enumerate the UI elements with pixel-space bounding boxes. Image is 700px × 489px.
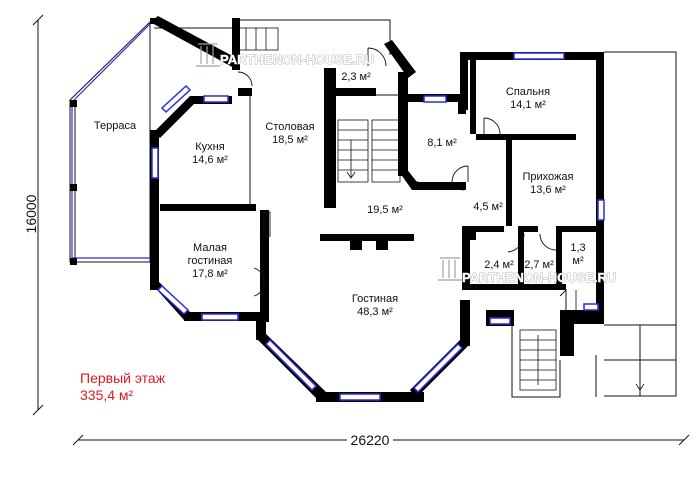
room-2-4-area: 2,4 м² xyxy=(484,259,514,271)
room-entrance-hall-name: Прихожая xyxy=(523,171,574,183)
height-dimension: 16000 xyxy=(23,194,39,233)
room-living-name: Гостиная xyxy=(352,293,398,305)
width-dimension-label: 26220 xyxy=(351,432,390,448)
room-terrace-name: Терраса xyxy=(94,120,137,132)
room-1-3-area-a: 1,3 xyxy=(570,242,585,254)
width-dimension-bg xyxy=(347,432,393,448)
terrace-edge xyxy=(71,23,151,259)
room-kitchen-area: 14,6 м² xyxy=(192,154,228,166)
room-8-1-area: 8,1 м² xyxy=(427,137,457,149)
room-bedroom-name: Спальня xyxy=(506,86,550,98)
windows xyxy=(151,52,605,401)
doors xyxy=(237,47,567,312)
terrace-stairs xyxy=(235,27,279,51)
entrance-stairs xyxy=(519,290,645,391)
room-2-3-area: 2,3 м² xyxy=(341,71,371,83)
room-living-area: 48,3 м² xyxy=(357,306,393,318)
watermark-logo-icon xyxy=(196,43,462,281)
terrace-posts xyxy=(70,18,157,265)
room-bedroom-area: 14,1 м² xyxy=(510,99,546,111)
room-1-3-area-b: м² xyxy=(572,255,584,267)
room-dining-name: Столовая xyxy=(265,121,314,133)
room-2-7-area: 2,7 м² xyxy=(524,259,554,271)
floor-title: Первый этаж xyxy=(80,370,166,386)
room-labels: Терраса Кухня 14,6 м² Столовая 18,5 м² М… xyxy=(94,71,586,318)
floor-area: 335,4 м² xyxy=(80,387,134,403)
room-small-lounge-name-1: Малая xyxy=(193,242,227,254)
room-small-lounge-name-2: гостиная xyxy=(188,255,233,267)
room-small-lounge-area: 17,8 м² xyxy=(192,268,228,280)
room-dining-area: 18,5 м² xyxy=(272,134,308,146)
main-staircase xyxy=(337,119,401,183)
room-4-5-area: 4,5 м² xyxy=(473,201,503,213)
watermark-bottom: PARTHENON-HOUSE.RU xyxy=(462,270,616,285)
room-entrance-hall-area: 13,6 м² xyxy=(530,184,566,196)
watermark-top: PARTHENON-HOUSE.RU xyxy=(220,52,374,67)
room-kitchen-name: Кухня xyxy=(195,141,224,153)
room-hall-area: 19,5 м² xyxy=(367,204,403,216)
